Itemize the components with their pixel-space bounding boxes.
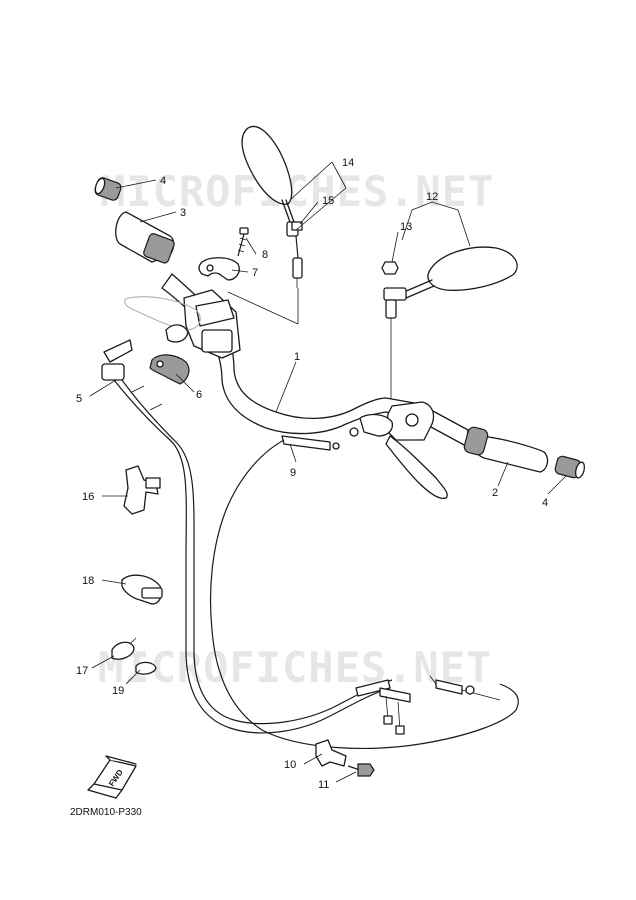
callout-10: 10 (284, 759, 296, 771)
diagram-code: 2DRM010-P330 (70, 807, 142, 818)
left-grip (115, 211, 175, 264)
callout-8: 8 (262, 249, 268, 261)
callout-5: 5 (76, 393, 82, 405)
callout-19: 19 (112, 685, 124, 697)
cable-clamp-18 (121, 574, 163, 605)
right-grip (463, 426, 549, 473)
watermark-bottom: MICROFICHES.NET (98, 643, 492, 692)
clamp-6 (149, 354, 190, 385)
cable-clip-16 (123, 465, 161, 515)
callout-18: 18 (82, 575, 94, 587)
callout-1: 1 (294, 351, 300, 363)
mirror-nut-15 (291, 221, 303, 231)
bolt-11 (347, 763, 375, 777)
cable-ends (355, 675, 501, 735)
callout-3: 3 (180, 207, 186, 219)
callout-13: 13 (400, 221, 412, 233)
mirror-nut-13 (381, 261, 399, 275)
lever-holder-7 (198, 257, 240, 281)
leader-lines (89, 161, 567, 783)
clip-19 (135, 661, 157, 675)
right-end-weight (554, 455, 586, 479)
callout-4-left: 4 (160, 175, 166, 187)
throttle-cable (101, 339, 393, 734)
callout-7: 7 (252, 267, 258, 279)
bracket-10 (315, 739, 347, 767)
fwd-arrow-icon: FWD (87, 755, 137, 799)
left-switch-assembly (124, 289, 241, 359)
right-switch-assembly (349, 401, 448, 500)
callout-12: 12 (426, 191, 438, 203)
right-mirror (383, 246, 518, 404)
band-17 (111, 637, 137, 660)
callout-2: 2 (492, 487, 498, 499)
callout-15: 15 (322, 195, 334, 207)
watermark-top: MICROFICHES.NET (100, 167, 494, 216)
lever-cable-9 (209, 435, 519, 749)
callout-9: 9 (290, 467, 296, 479)
left-mirror (241, 125, 303, 288)
callout-14: 14 (342, 157, 354, 169)
callout-11: 11 (318, 779, 329, 791)
screw-8 (237, 227, 249, 257)
callout-6: 6 (196, 389, 202, 401)
callout-4-right: 4 (542, 497, 548, 509)
left-end-weight (94, 177, 122, 201)
callout-16: 16 (82, 491, 94, 503)
callout-17: 17 (76, 665, 88, 677)
